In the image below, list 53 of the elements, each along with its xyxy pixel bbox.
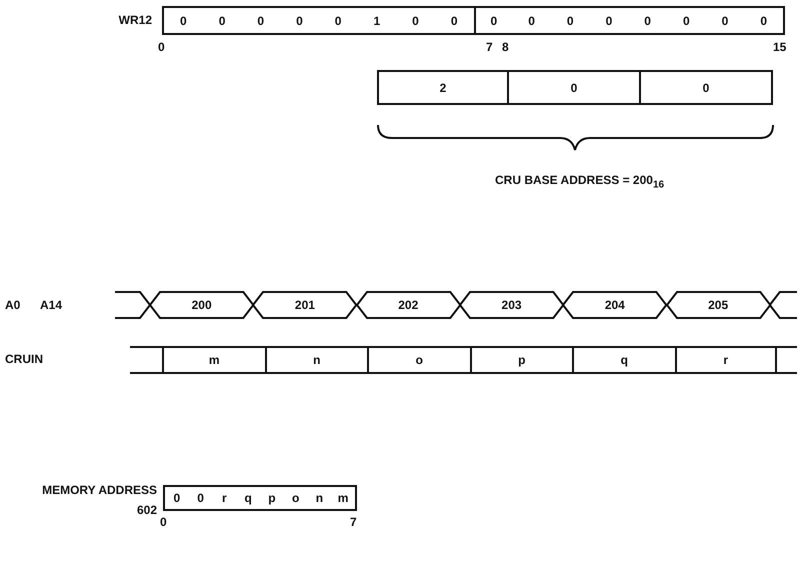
signal-name: A14 bbox=[40, 298, 62, 312]
bit-value: 0 bbox=[643, 12, 652, 30]
register-name: MEMORY ADDRESS 602 bbox=[41, 482, 157, 519]
data-bit-slot: r bbox=[674, 346, 777, 374]
address-bus-segment: 201 bbox=[253, 292, 357, 318]
bit-number: 0 bbox=[160, 515, 167, 529]
address-bus-segment: 200 bbox=[150, 292, 254, 318]
bit-value: 0 bbox=[295, 12, 304, 30]
bit-value: 0 bbox=[218, 12, 226, 30]
bit-value: 0 bbox=[759, 12, 768, 30]
bit-number: 8 bbox=[502, 40, 509, 54]
address-bus-segment: 205 bbox=[666, 292, 770, 318]
bit-value: 0 bbox=[527, 12, 536, 30]
bit-value: 0 bbox=[411, 12, 420, 30]
data-bit-slot: p bbox=[470, 346, 572, 374]
bit-value: n bbox=[314, 490, 324, 507]
data-bit-slot: m bbox=[162, 346, 264, 374]
register-box bbox=[162, 6, 785, 35]
bit-value: o bbox=[290, 490, 300, 507]
bit-value: 0 bbox=[179, 12, 188, 30]
bit-value: 0 bbox=[566, 12, 575, 30]
bit-value: 0 bbox=[604, 12, 614, 30]
signal-name: A0 bbox=[5, 298, 20, 312]
bit-value: 0 bbox=[172, 490, 182, 507]
bit-value: r bbox=[221, 490, 228, 507]
bit-number: 15 bbox=[773, 40, 786, 54]
address-bus-segment: 203 bbox=[460, 292, 564, 318]
bit-value: m bbox=[336, 490, 350, 507]
bit-value: 0 bbox=[450, 12, 458, 30]
bit-value: 0 bbox=[474, 8, 512, 33]
address-bus-segment: 204 bbox=[563, 292, 666, 318]
hex-digit-box: 0 bbox=[641, 70, 773, 105]
register-box bbox=[163, 485, 357, 511]
bit-value: q bbox=[243, 490, 253, 507]
bit-value: 0 bbox=[682, 12, 691, 30]
hex-digit-box: 2 bbox=[377, 70, 509, 105]
register-name: WR12 bbox=[118, 12, 152, 29]
bit-value: p bbox=[267, 490, 277, 507]
data-bit-slot: n bbox=[264, 346, 367, 374]
data-bit-slot: o bbox=[367, 346, 470, 374]
address-bus-segment: 202 bbox=[356, 292, 460, 318]
bit-number: 0 bbox=[158, 40, 165, 54]
bit-value: 0 bbox=[334, 12, 342, 30]
data-bit-slot: q bbox=[572, 346, 674, 374]
bit-number: 7 bbox=[350, 515, 357, 529]
bit-number: 7 bbox=[486, 40, 493, 54]
bit-value: 0 bbox=[720, 12, 730, 30]
bit-value: 0 bbox=[256, 12, 266, 30]
signal-name: CRUIN bbox=[5, 352, 43, 366]
hex-digit-box: 0 bbox=[509, 70, 641, 105]
bit-value: 1 bbox=[372, 12, 382, 30]
bit-value: 0 bbox=[196, 490, 205, 507]
cru-base-address-note: CRU BASE ADDRESS = 200$_{16}$ bbox=[495, 173, 664, 190]
